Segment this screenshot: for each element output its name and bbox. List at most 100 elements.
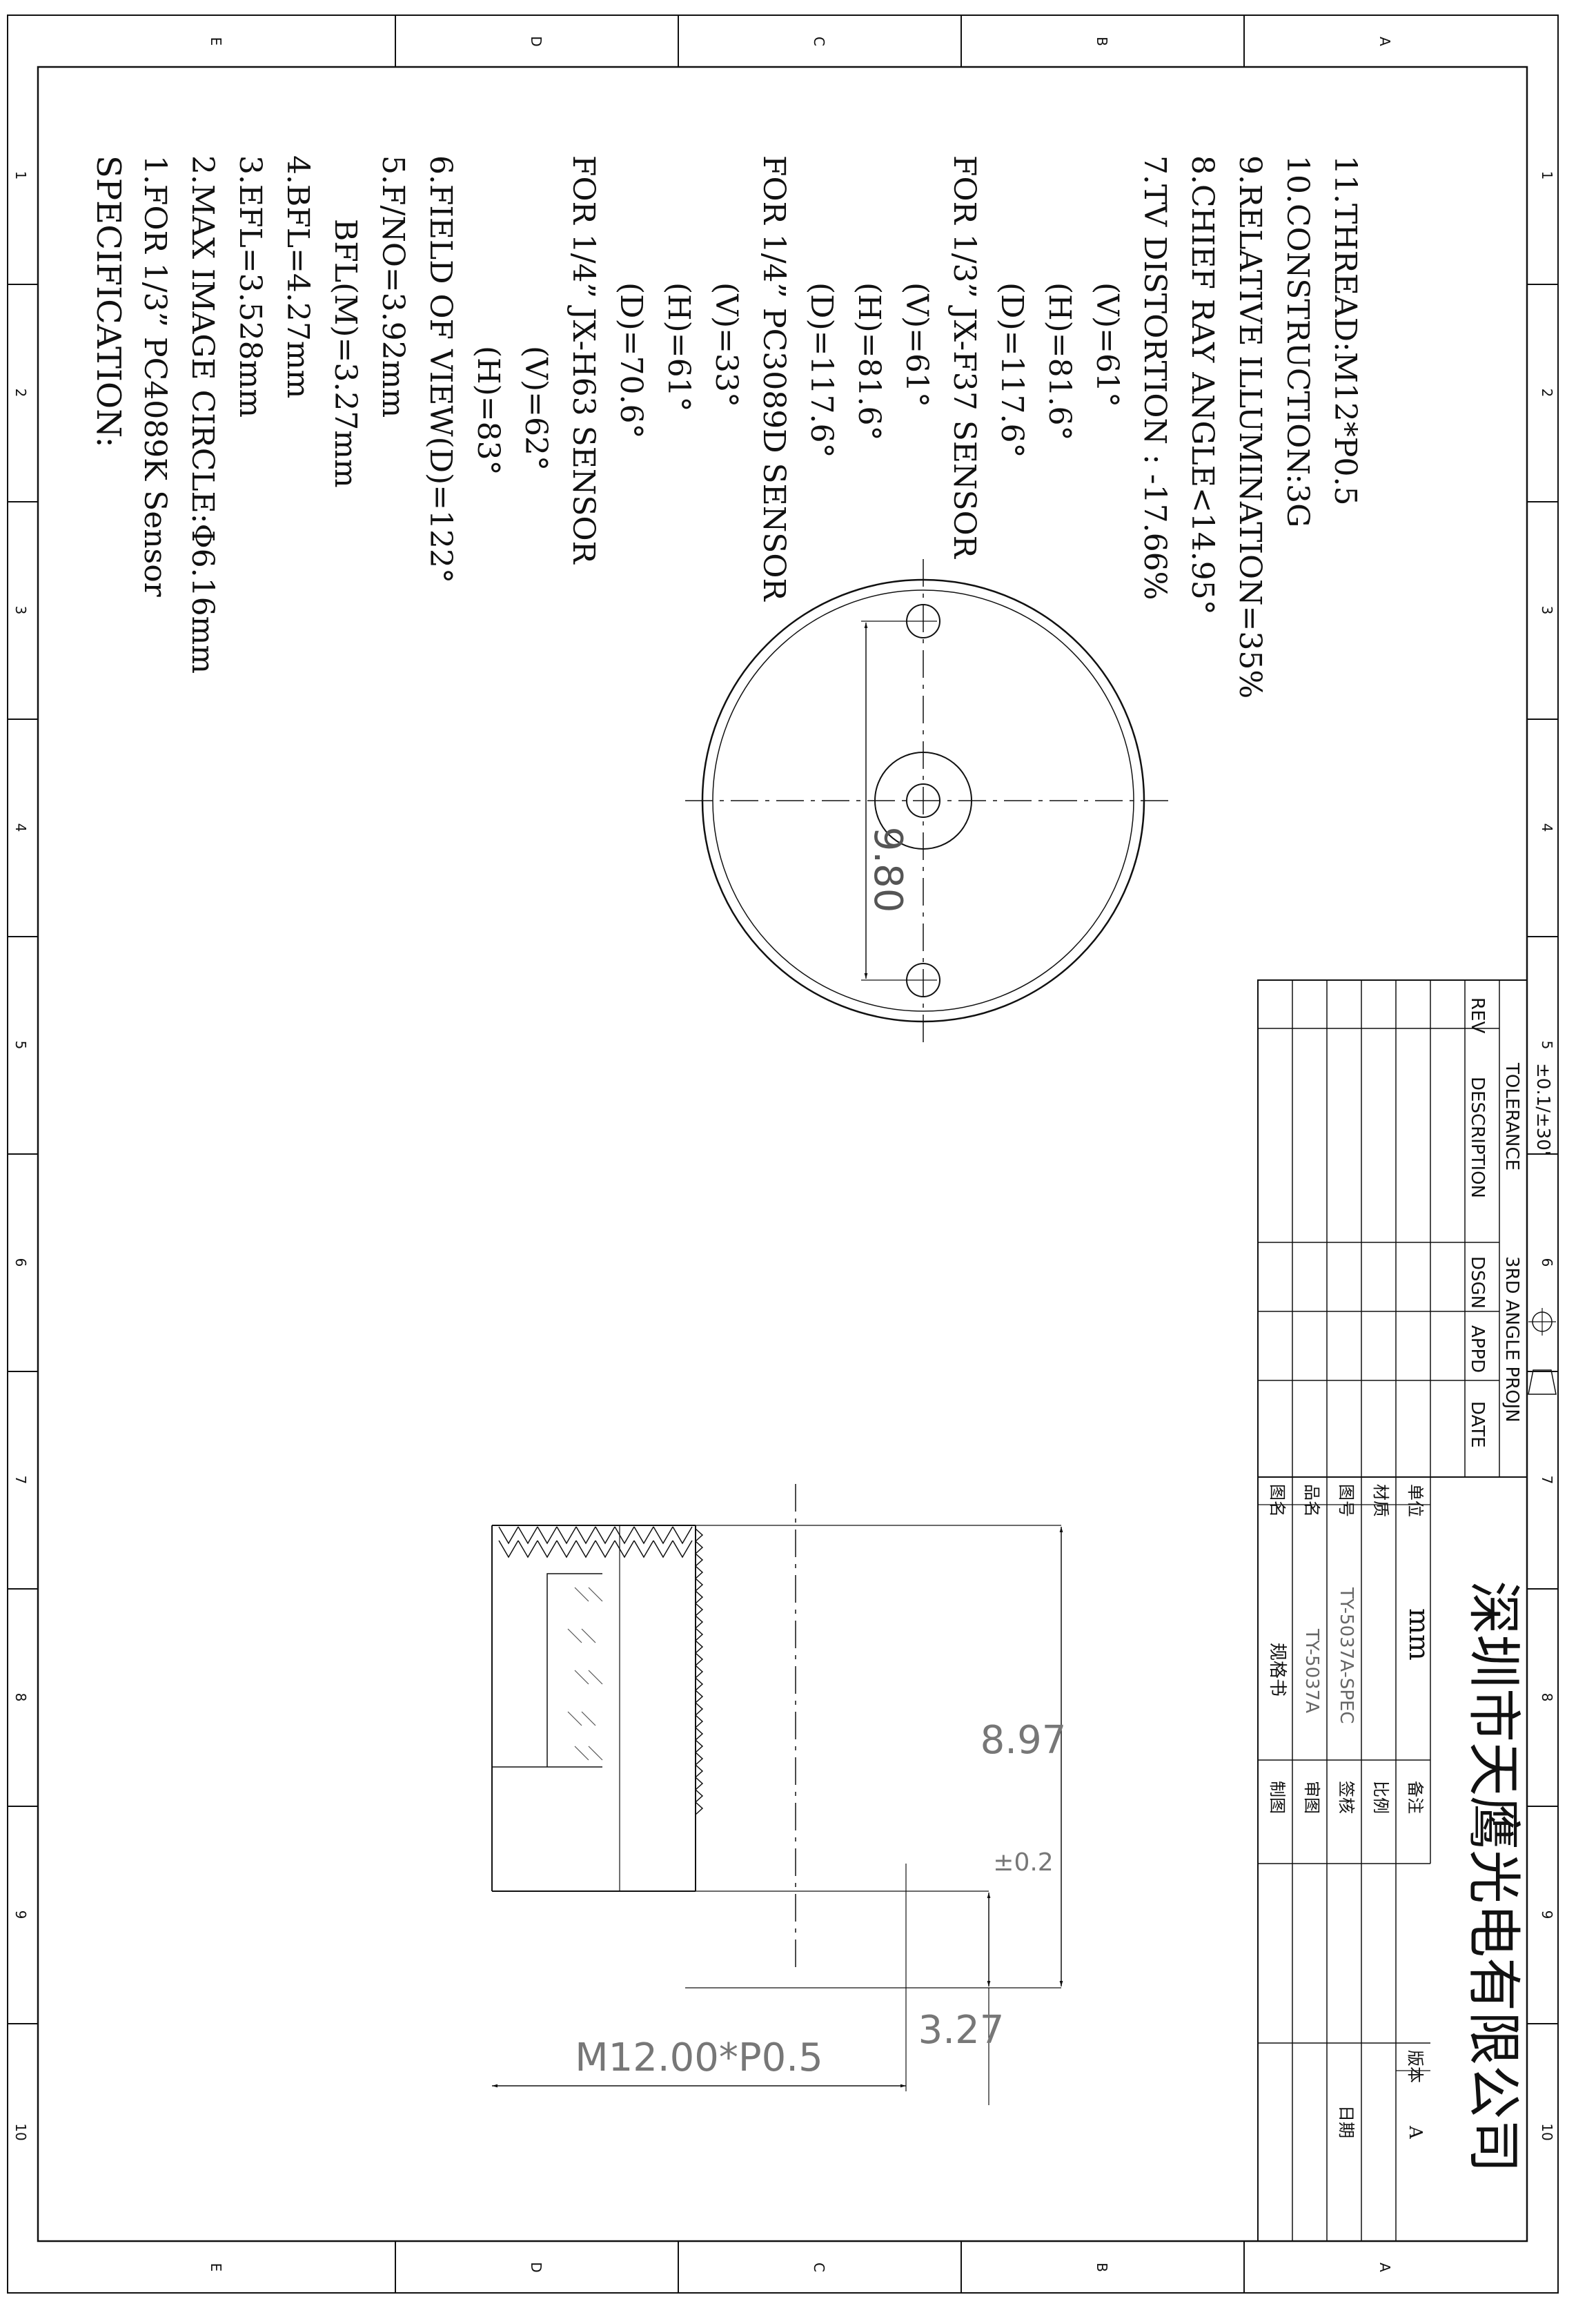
- value-drawing-number: TY-5037A-SPEC: [1336, 1587, 1357, 1724]
- label-version: 版本: [1406, 2050, 1425, 2083]
- spec-line: (H)=81.6°: [851, 282, 887, 441]
- value-product: TY-5037A: [1301, 1628, 1322, 1713]
- grid-row-label: A: [1377, 2263, 1393, 2272]
- grid-col-label: 6: [1539, 1258, 1555, 1267]
- projection-label: 3RD ANGLE PROJN: [1501, 1256, 1522, 1423]
- grid-col-label: 3: [1539, 606, 1555, 615]
- spec-line: 8.CHIEF RAY ANGLE<14.95°: [1185, 155, 1220, 615]
- label-review: 审图: [1302, 1781, 1321, 1814]
- grid-col-label: 5: [12, 1041, 29, 1050]
- spec-line: (H)=83°: [471, 346, 506, 476]
- grid-col-label: 1: [1539, 171, 1555, 180]
- label-sign: 签核: [1337, 1781, 1356, 1814]
- spec-line: (V)=61°: [899, 282, 934, 407]
- flange-dimension-label: 3.27: [918, 2008, 1005, 2053]
- grid-col-label: 7: [1539, 1476, 1555, 1485]
- revision-block: [1257, 979, 1528, 1478]
- grid-col-label: 5: [1539, 1041, 1555, 1050]
- grid-col-label: 4: [12, 823, 29, 832]
- label-product: 品名: [1302, 1484, 1321, 1517]
- grid-col-label: 10: [1539, 2123, 1555, 2140]
- grid-row-label: A: [1377, 37, 1393, 46]
- spec-line: 1.FOR 1/3” PC4089K Sensor: [137, 155, 173, 598]
- spec-line: 6.FIELD OF VIEW(D)=122°: [423, 155, 458, 583]
- spec-line: (H)=61°: [661, 282, 696, 412]
- side-view: [491, 1484, 1063, 2105]
- rev-header-appd: APPD: [1467, 1325, 1488, 1373]
- spec-line: (V)=61°: [1090, 282, 1125, 407]
- internal-profile: [492, 1573, 602, 1768]
- spec-line: BFL(M)=3.27mm: [328, 219, 363, 488]
- spec-line: (D)=117.6°: [804, 282, 839, 458]
- spec-line: FOR 1/3” JX-F37 SENSOR: [947, 155, 982, 560]
- grid-col-label: 7: [12, 1476, 29, 1485]
- grid-row-label: B: [1094, 2263, 1110, 2272]
- height-dimension-label: 8.97: [981, 1718, 1067, 1763]
- spec-line: 4.BFL=4.27mm: [280, 155, 315, 398]
- specification-block: SPECIFICATION: 1.FOR 1/3” PC4089K Sensor…: [89, 155, 1363, 698]
- tolerance-value: ±0.1/±30': [1533, 1063, 1553, 1155]
- spec-line: 7.TV DISTORTION : -17.66%: [1137, 155, 1172, 600]
- grid-col-label: 4: [1539, 823, 1555, 832]
- spec-line: 3.EFL=3.528mm: [233, 155, 268, 418]
- spec-line: FOR 1/4” PC3089D SENSOR: [756, 155, 791, 602]
- grid-col-label: 10: [12, 2123, 29, 2140]
- grid-col-label: 8: [1539, 1693, 1555, 1702]
- grid-row-label: E: [208, 37, 224, 46]
- width-dimension-label: 9.80: [865, 827, 910, 913]
- spec-line: (H)=81.6°: [1042, 282, 1077, 441]
- grid-row-label: D: [528, 2262, 544, 2272]
- label-unit: 单位: [1406, 1484, 1425, 1517]
- label-date: 日期: [1337, 2105, 1356, 2138]
- title-block: [1257, 1476, 1528, 2242]
- spec-line: 2.MAX IMAGE CIRCLE:Φ6.16mm: [185, 155, 220, 674]
- spec-line: 9.RELATIVE ILLUMINATION=35%: [1232, 155, 1268, 698]
- rev-header-dsgn: DSGN: [1467, 1256, 1488, 1309]
- spec-line: 5.F/NO=3.92mm: [375, 155, 411, 418]
- section-hatching: [567, 1587, 603, 1761]
- grid-col-label: 6: [12, 1258, 29, 1267]
- height-tolerance-label: ±0.2: [993, 1848, 1053, 1877]
- grid-col-label: 8: [12, 1693, 29, 1702]
- spec-line: 11.THREAD:M12*P0.5: [1328, 155, 1363, 505]
- value-version: A: [1405, 2125, 1426, 2140]
- tolerance-label: TOLERANCE: [1501, 1062, 1522, 1171]
- rev-header-date: DATE: [1467, 1401, 1488, 1448]
- grid-col-label: 1: [12, 171, 29, 180]
- spec-line: (D)=117.6°: [994, 282, 1029, 458]
- grid-col-label: 2: [12, 389, 29, 398]
- grid-row-label: C: [811, 37, 827, 46]
- label-drawn-by: 制图: [1268, 1781, 1287, 1814]
- grid-col-label: 9: [1539, 1911, 1555, 1919]
- grid-col-label: 3: [12, 606, 29, 615]
- top-view: [678, 559, 1168, 1042]
- value-drawing-name: 规格书: [1267, 1643, 1288, 1697]
- label-note: 备注: [1406, 1781, 1425, 1814]
- knurl-serration: [498, 1526, 693, 1558]
- spec-title: SPECIFICATION:: [89, 155, 128, 448]
- spec-line: FOR 1/4” JX-H63 SENSOR: [566, 155, 601, 565]
- grid-row-label: B: [1094, 37, 1110, 46]
- grid-col-label: 9: [12, 1911, 29, 1919]
- grid-row-label: C: [811, 2263, 827, 2272]
- projection-symbol: [1528, 1308, 1557, 1395]
- label-scale: 比例: [1371, 1781, 1390, 1814]
- label-drawing-number: 图号: [1337, 1484, 1356, 1517]
- label-material: 材质: [1371, 1484, 1390, 1517]
- thread-profile: [694, 1528, 704, 1815]
- label-drawing-name: 图名: [1268, 1484, 1287, 1517]
- rev-header-rev: REV: [1467, 997, 1488, 1033]
- grid-col-label: 2: [1539, 389, 1555, 398]
- spec-line: (V)=33°: [709, 282, 744, 407]
- rev-header-description: DESCRIPTION: [1467, 1077, 1488, 1198]
- value-unit: mm: [1403, 1608, 1435, 1661]
- spec-line: 10.CONSTRUCTION:3G: [1280, 155, 1315, 527]
- spec-line: (D)=70.6°: [613, 282, 649, 438]
- grid-row-label: D: [528, 36, 544, 46]
- thread-dimension-label: M12.00*P0.5: [575, 2035, 822, 2080]
- grid-row-label: E: [208, 2263, 224, 2272]
